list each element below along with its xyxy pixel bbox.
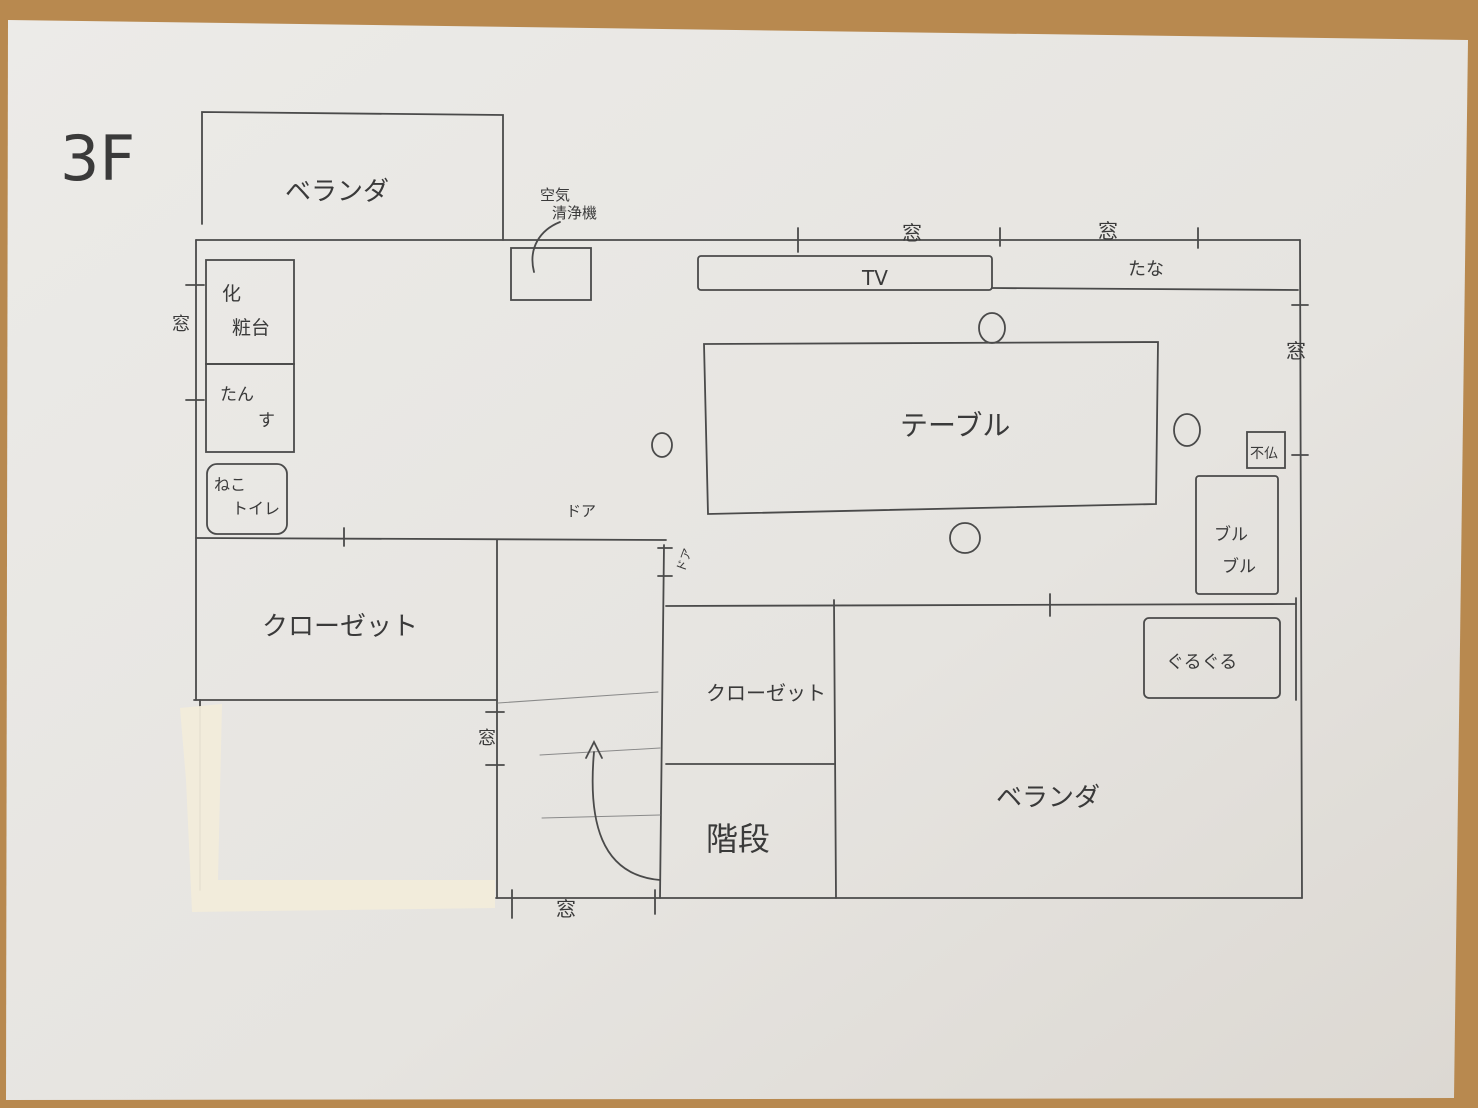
- chair: [1173, 413, 1201, 447]
- veranda-top-label: ベランダ: [285, 177, 389, 207]
- chair: [651, 432, 673, 458]
- window-label-hall: 窓: [478, 728, 496, 749]
- window-label-top-2: 窓: [1098, 219, 1118, 243]
- hall-right-wall: [659, 544, 665, 899]
- stairs-arrowhead: [585, 739, 603, 759]
- air-purifier-box: [510, 247, 592, 301]
- air-purifier-label: 空気 清浄機: [540, 186, 597, 222]
- air-purifier-leader: [531, 221, 561, 273]
- tv-stand: [697, 255, 993, 291]
- window-label-right: 窓: [1286, 339, 1306, 363]
- window-label-bottom: 窓: [556, 897, 576, 921]
- closet-right-label: クローゼット: [706, 681, 826, 705]
- closet-left-label: クローゼット: [262, 612, 418, 642]
- table-label: テーブル: [900, 409, 1010, 442]
- table-shape: [703, 341, 1159, 515]
- tv-label: TV: [861, 266, 888, 290]
- pet-item-1-label-line2: ブル: [1222, 556, 1256, 577]
- dresser-label-line2: す: [258, 411, 275, 431]
- small-box-label: 不仏: [1250, 446, 1278, 462]
- floor-label: 3F: [60, 122, 135, 195]
- air-purifier-label-line2: 清浄機: [552, 204, 597, 222]
- vanity-label-line2: 粧台: [232, 317, 270, 339]
- closet-top-wall: [195, 537, 667, 541]
- right-wall: [1299, 239, 1303, 899]
- small-box: [1246, 431, 1286, 469]
- chair: [978, 312, 1006, 344]
- veranda-top-wall: [201, 111, 504, 241]
- cat-toilet-label-line2: トイレ: [232, 499, 280, 518]
- shelf-line: [991, 287, 1299, 291]
- dresser-label: たん す: [220, 385, 275, 431]
- dresser-label-line1: たん: [220, 385, 254, 405]
- vanity-label: 化 粧台: [222, 283, 270, 339]
- pet-item-1-label-line1: ブル: [1214, 524, 1248, 545]
- cat-toilet-box: [206, 463, 288, 535]
- closet-right-divider: [833, 599, 837, 899]
- cat-toilet-label-line1: ねこ: [214, 475, 246, 494]
- veranda-bottom-label: ベランダ: [996, 783, 1100, 813]
- window-label-left: 窓: [172, 314, 190, 335]
- paper-sheet: [6, 20, 1468, 1100]
- dresser-box: [205, 363, 295, 453]
- pet-item-2-box: [1143, 617, 1281, 699]
- chair: [949, 522, 981, 554]
- stairs-arrow: [591, 751, 661, 881]
- window-label-top-1: 窓: [902, 221, 922, 245]
- pet-item-1-label: ブル ブル: [1214, 524, 1256, 577]
- shelf-label: たな: [1128, 259, 1164, 280]
- vanity-label-line1: 化: [222, 283, 241, 305]
- cat-toilet-label: ねこ トイレ: [214, 475, 280, 518]
- inner-wall-horizontal: [665, 603, 1297, 607]
- pet-item-2-label: ぐるぐる: [1166, 652, 1237, 673]
- stairs-label: 階段: [706, 820, 770, 858]
- pet-item-1-box: [1195, 475, 1279, 595]
- air-purifier-label-line1: 空気: [540, 186, 570, 204]
- masking-tape: [180, 704, 495, 912]
- door-label: ドア: [566, 502, 596, 520]
